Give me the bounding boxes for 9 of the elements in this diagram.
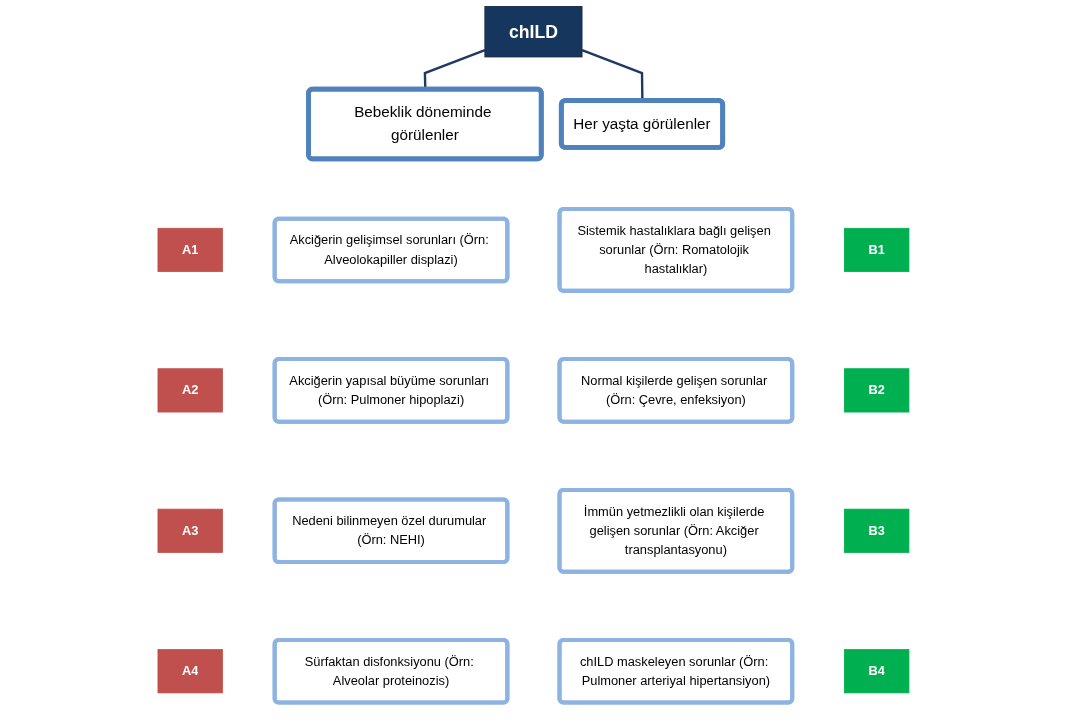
node-box: B2	[844, 368, 910, 413]
node-box: A3	[157, 508, 223, 553]
node-box: A2	[157, 368, 223, 413]
node-box: A1	[157, 227, 223, 272]
node-box: B4	[844, 649, 910, 694]
node-box: A4	[157, 649, 223, 694]
node-box: B1	[844, 227, 910, 272]
node-box: B3	[844, 508, 910, 553]
node-box: chILD	[484, 6, 583, 58]
